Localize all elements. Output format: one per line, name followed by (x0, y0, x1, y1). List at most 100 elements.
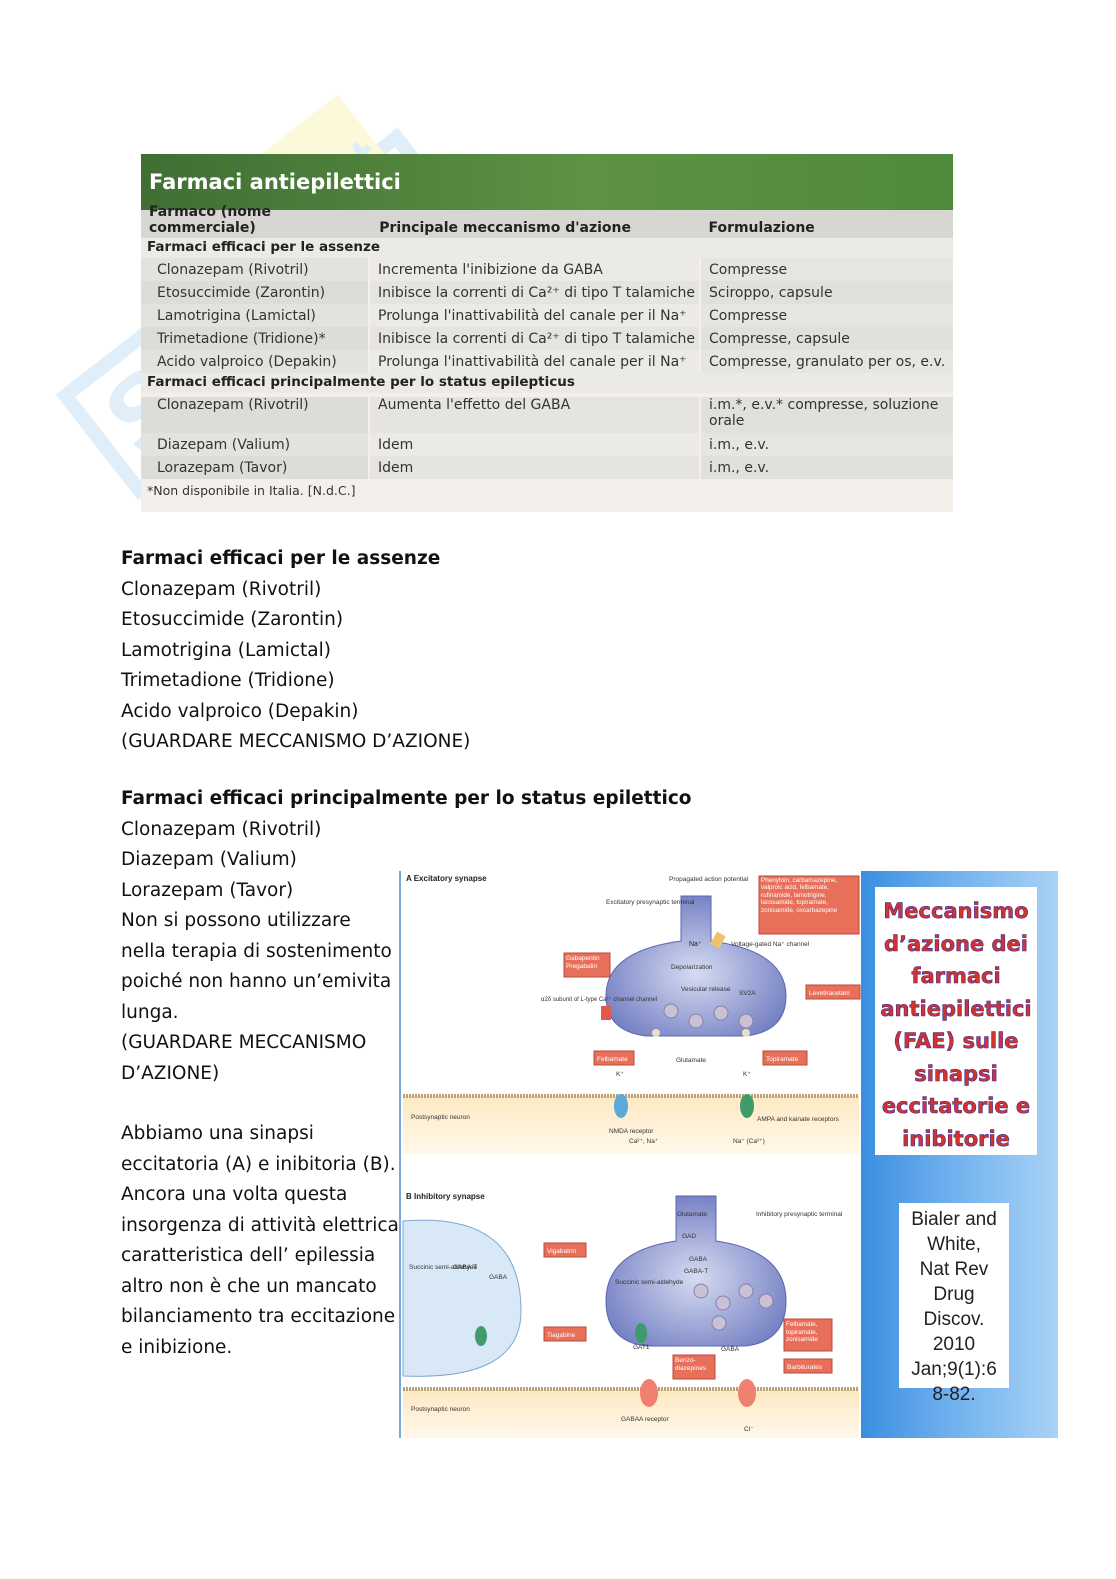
label: Glutamate (676, 1057, 706, 1064)
table-footnote: *Non disponibile in Italia. [N.d.C.] (147, 483, 356, 498)
label: Na⁺ (689, 941, 702, 948)
figure-title-line: inibitorie (902, 1126, 1010, 1151)
glial-gat1-icon (475, 1326, 487, 1346)
drug-label: Benzo-diazepines (675, 1357, 707, 1372)
drug-box-levetiracetam (805, 984, 861, 1000)
reference-line: 2010 (932, 1334, 976, 1355)
label: GABA (689, 1256, 708, 1263)
table-cell: Clonazepam (Rivotril) (141, 258, 370, 281)
table-cell: Inibisce la correnti di Ca²⁺ di tipo T t… (370, 327, 701, 350)
drug-label: Tiagabine (547, 1332, 576, 1339)
label: Ca²⁺, Na⁺ (629, 1138, 659, 1145)
figure-title: Meccanismo d’azione dei farmaci antiepil… (875, 887, 1037, 1155)
text-line: (GUARDARE MECCANISMO D’AZIONE) (121, 731, 471, 752)
table-cell: Clonazepam (Rivotril) (141, 397, 370, 433)
drug-label: Barbiturates (787, 1364, 823, 1371)
text-line: nella terapia di sostenimento (121, 940, 392, 962)
table-cell: i.m., e.v. (701, 433, 953, 456)
drug-label: Felbamate, topiramate, zonisamide (786, 1321, 818, 1343)
text-line: Lorazepam (Tavor) (121, 879, 294, 901)
table-cell: Lamotrigina (Lamictal) (141, 304, 370, 327)
drug-box-vigabatrin (543, 1242, 587, 1258)
drug-box-gabapentin (563, 952, 611, 978)
table-section-title: Farmaci efficaci per le assenze (141, 238, 953, 258)
table-cell: Idem (370, 456, 701, 479)
text-line: bilanciamento tra eccitazione (121, 1306, 396, 1327)
text-line: Non si possono utilizzare (121, 910, 351, 931)
figure-title-line: Meccanismo (883, 899, 1029, 924)
text-line: Diazepam (Valium) (121, 849, 297, 870)
figure-reference: Bialer and White, Nat Rev Drug Discov. 2… (899, 1203, 1009, 1405)
text-line: Clonazepam (Rivotril) (121, 818, 322, 840)
label: Voltage-gated Na⁺ channel (731, 941, 810, 948)
reference-line: Nat Rev (919, 1259, 989, 1280)
text-line: Trimetadione (Tridione) (121, 670, 335, 691)
calcium-channel-icon (601, 1006, 611, 1020)
label: Succinic semi-aldehyde (615, 1279, 684, 1286)
label: Postsynaptic neuron (411, 1406, 470, 1413)
table-row: Lamotrigina (Lamictal) Prolunga l'inatti… (141, 304, 953, 327)
section-heading: Farmaci efficaci per le assenze (121, 548, 441, 569)
text-line: (GUARDARE MECCANISMO (121, 1032, 367, 1053)
drug-label: Felbamate (597, 1056, 628, 1063)
label: GABA-T (453, 1264, 477, 1271)
label: Inhibitory presynaptic terminal (756, 1211, 843, 1218)
sodium-channel-icon (710, 931, 726, 949)
label: NMDA receptor (609, 1128, 654, 1135)
text-line: Clonazepam (Rivotril) (121, 578, 322, 600)
table-cell: Acido valproico (Depakin) (141, 350, 370, 373)
drug-label: Vigabatrin (547, 1248, 577, 1255)
text-line: D’AZIONE) (121, 1062, 220, 1084)
postsynaptic-neuron-a (403, 1096, 859, 1154)
reference-line: Jan;9(1):6 (911, 1359, 997, 1380)
label: Depolarization (671, 964, 713, 971)
table-cell: Lorazepam (Tavor) (141, 456, 370, 479)
table-cell: Compresse, capsule (701, 327, 953, 350)
label: α2δ subunit of L-type Ca²⁺ channel chann… (541, 996, 657, 1003)
figure-title-line: farmaci (911, 964, 1001, 989)
panel-a-title: A Excitatory synapse (406, 874, 487, 883)
drug-box-sodium-blockers (758, 875, 860, 935)
text-line: e inibizione. (121, 1336, 233, 1358)
col-header-formulation: Formulazione (708, 220, 815, 236)
table-row: Lorazepam (Tavor) Idem i.m., e.v. (141, 456, 953, 479)
reference-line: Bialer and (911, 1209, 997, 1230)
drug-box-benzodiazepines (672, 1354, 716, 1380)
table-cell: Trimetadione (Tridione)* (141, 327, 370, 350)
label: GABA (721, 1346, 740, 1353)
col-header-drug: Farmaco (nome commerciale) (149, 204, 271, 236)
table-cell: Compresse (701, 258, 953, 281)
drug-box-felbamate-topiramate (783, 1318, 833, 1352)
table-cell: Inibisce la correnti di Ca²⁺ di tipo T t… (370, 281, 701, 304)
text-line: Abbiamo una sinapsi (121, 1123, 314, 1144)
label: Glutamate (677, 1211, 707, 1218)
reference-line: Discov. (923, 1309, 985, 1330)
drug-box-topiramate (762, 1050, 808, 1066)
reference-line: Drug (933, 1284, 975, 1305)
figure-title-line: (FAE) sulle (893, 1029, 1019, 1054)
label: GABAA receptor (621, 1416, 670, 1423)
drug-box-tiagabine (543, 1326, 587, 1342)
label: Succinic semi-aldehyde (409, 1264, 478, 1271)
ampa-receptor-icon (740, 1094, 754, 1118)
label: GABA-T (684, 1268, 708, 1275)
reference-line: White, (927, 1234, 981, 1255)
figure-side-panel: Meccanismo d’azione dei farmaci antiepil… (861, 871, 1058, 1438)
panel-b-title: B Inhibitory synapse (406, 1192, 485, 1201)
label: GABA (489, 1274, 508, 1281)
table-cell: Incrementa l'inibizione da GABA (370, 258, 701, 281)
table-cell: Prolunga l'inattivabilità del canale per… (370, 350, 701, 373)
section-assenze: Farmaci efficaci per le assenze Clonazep… (121, 544, 470, 758)
figure-title-line: eccitatorie e (881, 1094, 1031, 1119)
label: K⁺ (743, 1071, 751, 1078)
drug-box-barbiturates (783, 1358, 833, 1374)
label: Postsynaptic neuron (411, 1114, 470, 1121)
table-row: Clonazepam (Rivotril) Aumenta l'effetto … (141, 393, 953, 433)
text-line: Etosuccimide (Zarontin) (121, 609, 344, 630)
table-section-title: Farmaci efficaci principalmente per lo s… (141, 373, 953, 393)
text-line: Lamotrigina (Lamictal) (121, 639, 331, 661)
reference-line: 8-82. (932, 1384, 976, 1405)
nmda-receptor-icon (614, 1094, 628, 1118)
text-line: Acido valproico (Depakin) (121, 700, 359, 722)
section-status-epilettico: Farmaci efficaci principalmente per lo s… (121, 784, 692, 1089)
